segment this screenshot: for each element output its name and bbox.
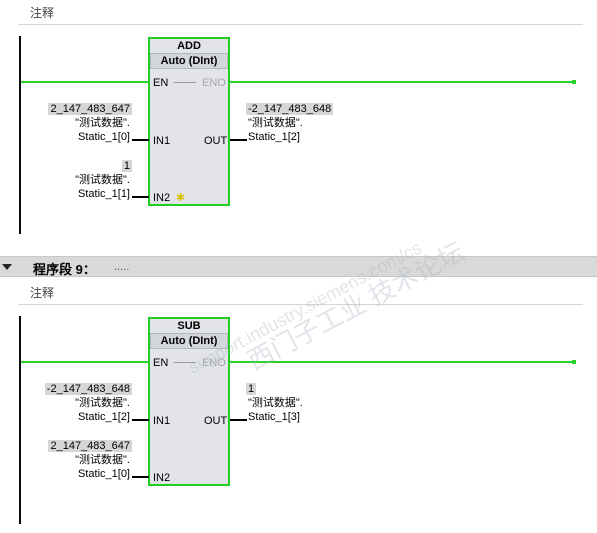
sub-out-db[interactable]: "测试数据". xyxy=(248,397,303,409)
add-en-eno-link xyxy=(174,82,196,83)
network8-left-power-rail xyxy=(19,36,21,234)
network9-comment-divider xyxy=(18,304,583,305)
add-block-title: ADD xyxy=(177,40,201,52)
network8-comment-divider xyxy=(18,24,583,25)
collapse-arrow-icon[interactable] xyxy=(2,264,12,270)
sub-out-wire xyxy=(230,419,247,421)
add-out-value: -2_147_483_648 xyxy=(246,103,334,115)
add-in2-db[interactable]: "测试数据". xyxy=(75,174,130,186)
sub-in2-wire xyxy=(132,476,149,478)
network9-power-wire-en xyxy=(21,361,149,363)
sub-in2-db[interactable]: "测试数据". xyxy=(75,454,130,466)
sub-in1-wire xyxy=(132,419,149,421)
network8-comment[interactable]: 注释 xyxy=(30,6,55,20)
network8-eno-wire xyxy=(230,81,574,83)
add-in1-wire xyxy=(132,139,149,141)
network9-eno-wire xyxy=(230,361,574,363)
network8-power-wire-en xyxy=(21,81,149,83)
network9-title: 程序段 9： xyxy=(33,262,96,277)
add-en-pin: EN xyxy=(153,77,169,89)
sub-block-title: SUB xyxy=(177,320,201,332)
add-out-db[interactable]: "测试数据". xyxy=(248,117,303,129)
sub-in2-value: 2_147_483_647 xyxy=(48,440,132,452)
network8-wire-end xyxy=(572,80,576,84)
sub-out-member[interactable]: Static_1[3] xyxy=(248,411,300,423)
add-in1-pin: IN1 xyxy=(153,135,171,147)
sub-in1-value: -2_147_483_648 xyxy=(44,383,132,395)
sub-eno-pin: ENO xyxy=(202,357,226,369)
add-in2-value: 1 xyxy=(121,160,132,172)
network9-comment[interactable]: 注释 xyxy=(30,286,55,300)
add-out-pin: OUT xyxy=(204,135,228,147)
network9-header[interactable] xyxy=(0,256,597,277)
add-in2-wire xyxy=(132,196,149,198)
sub-out-pin: OUT xyxy=(204,415,228,427)
sub-in1-pin: IN1 xyxy=(153,415,171,427)
sub-block-type[interactable]: Auto (DInt) xyxy=(150,333,228,349)
sub-in1-db[interactable]: "测试数据". xyxy=(75,397,130,409)
sub-en-pin: EN xyxy=(153,357,169,369)
network9-title-placeholder[interactable]: ..... xyxy=(114,261,130,273)
sub-in2-pin: IN2 xyxy=(153,472,171,484)
network9-wire-end xyxy=(572,360,576,364)
add-block-type[interactable]: Auto (DInt) xyxy=(150,53,228,69)
add-in2-pin: IN2 xyxy=(153,192,171,204)
sub-in2-member[interactable]: Static_1[0] xyxy=(78,468,130,480)
add-out-member[interactable]: Static_1[2] xyxy=(248,131,300,143)
add-in1-value: 2_147_483_647 xyxy=(48,103,132,115)
add-in1-db[interactable]: "测试数据". xyxy=(75,117,130,129)
add-eno-pin: ENO xyxy=(202,77,226,89)
sub-in1-member[interactable]: Static_1[2] xyxy=(78,411,130,423)
add-out-wire xyxy=(230,139,247,141)
add-in2-member[interactable]: Static_1[1] xyxy=(78,188,130,200)
sub-en-eno-link xyxy=(174,362,196,363)
add-in1-member[interactable]: Static_1[0] xyxy=(78,131,130,143)
add-new-input-icon[interactable]: ✱ xyxy=(176,192,186,204)
network9-left-power-rail xyxy=(19,316,21,524)
sub-out-value: 1 xyxy=(246,383,257,395)
